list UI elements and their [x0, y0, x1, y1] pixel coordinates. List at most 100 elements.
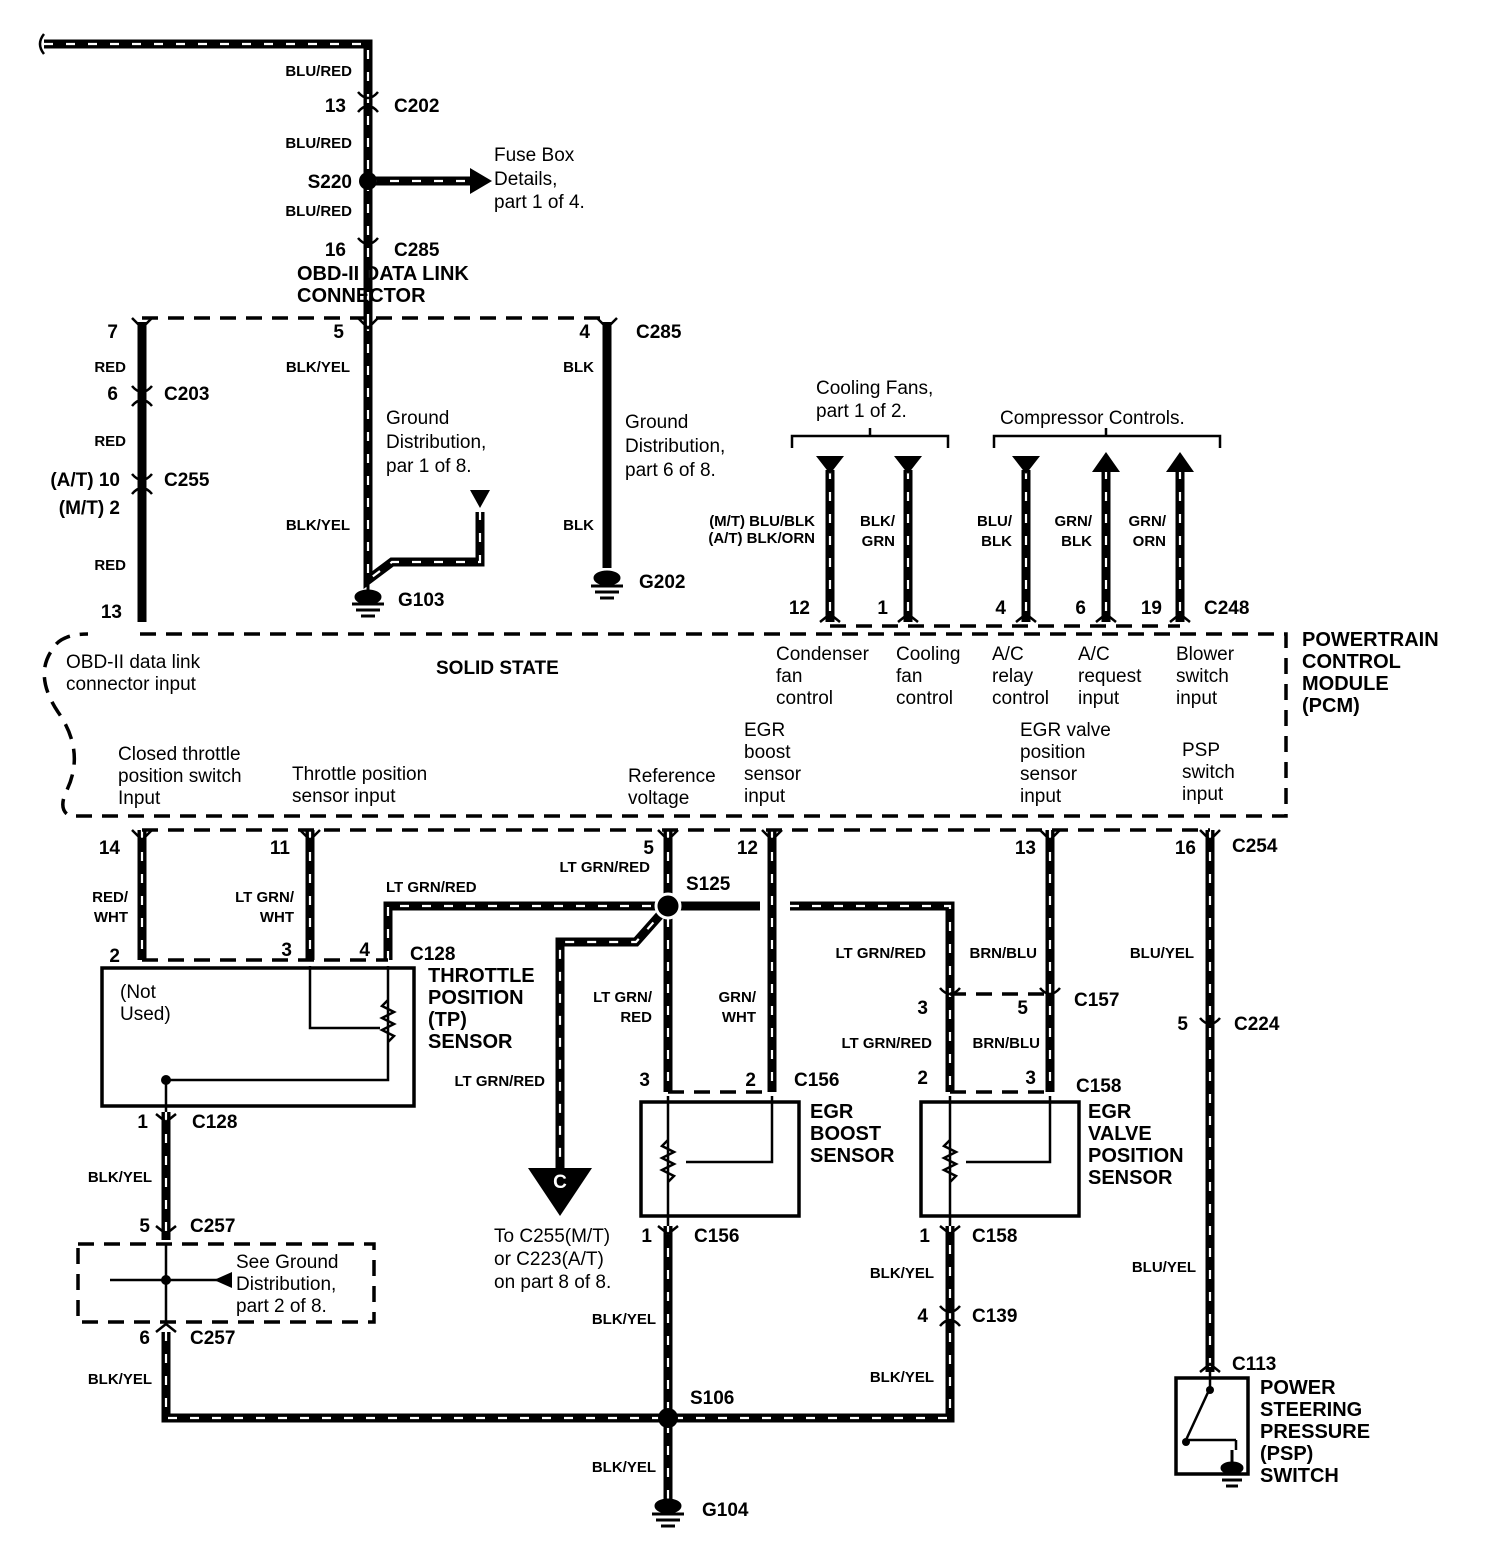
wire-label: LT GRN/RED: [559, 859, 650, 876]
pcm-pin-function: control: [992, 688, 1049, 709]
arrow-down-icon: [816, 456, 844, 474]
pcm-name: (PCM): [1302, 695, 1360, 717]
component-name: (PSP): [1260, 1443, 1313, 1465]
splice-s106: [658, 1408, 678, 1428]
pin-number: 5: [1177, 1014, 1188, 1035]
note-text: on part 8 of 8.: [494, 1272, 611, 1293]
pcm-pin-function: position: [1020, 742, 1086, 763]
note-text: To C255(M/T): [494, 1226, 610, 1247]
connector-label: C156: [694, 1226, 739, 1247]
arrow-left-icon: [214, 1272, 232, 1288]
pin-number: 3: [281, 940, 292, 961]
component-name: EGR: [810, 1101, 854, 1123]
ground-dist-arrow-icon: [470, 490, 490, 508]
wire-label: GRN: [862, 533, 895, 550]
connector-marks: [131, 91, 1221, 1373]
wire-label: BLU/YEL: [1132, 1259, 1196, 1276]
pin-number: 3: [1025, 1068, 1036, 1089]
pcm-pin-function: sensor: [744, 764, 802, 785]
note-text: par 1 of 8.: [386, 456, 472, 477]
pcm-pin-function: sensor input: [292, 786, 396, 807]
wire-label: BLU/YEL: [1130, 945, 1194, 962]
wire-label: BLK: [563, 359, 594, 376]
pcm-pin-function: sensor: [1020, 764, 1078, 785]
pin-number: 1: [919, 1226, 930, 1247]
ground-label: G104: [702, 1500, 749, 1521]
component-name: STEERING: [1260, 1399, 1362, 1421]
tp-sensor-box: [100, 966, 416, 1108]
arrow-up-icon: [1166, 452, 1194, 472]
pin-number: 2: [745, 1070, 756, 1091]
wire-label: LT GRN/: [235, 889, 295, 906]
pcm-pin-function: Closed throttle: [118, 744, 241, 765]
wire-label: BRN/BLU: [970, 945, 1038, 962]
splice-s220: [359, 172, 377, 190]
wire-label: BLK/YEL: [286, 359, 350, 376]
note-text: part 1 of 2.: [816, 401, 907, 422]
wire-label: BLK/YEL: [592, 1311, 656, 1328]
pcm-pin-function: boost: [744, 742, 791, 763]
connector-label: C285: [394, 240, 440, 261]
pcm-pin-function: connector input: [66, 674, 197, 695]
pin-number: 6: [107, 384, 118, 405]
ground-icon-g104: [652, 1498, 684, 1528]
wire-break-icon: [38, 33, 46, 55]
splice-label: S220: [308, 172, 352, 193]
component-name: SWITCH: [1260, 1465, 1339, 1487]
wire-label: (A/T) BLK/ORN: [708, 530, 815, 547]
pin-number: 16: [325, 240, 346, 261]
pcm-pin-function: control: [776, 688, 833, 709]
pin-number: 6: [139, 1328, 150, 1349]
pcm-pin-function: input: [1182, 784, 1224, 805]
pin-number: 11: [270, 838, 291, 859]
wire-label: LT GRN/: [593, 989, 653, 1006]
arrow-down-icon: [1012, 456, 1040, 474]
component-name: BOOST: [810, 1123, 881, 1145]
egr-boost-box: [639, 1100, 801, 1218]
component-name: POSITION: [428, 987, 524, 1009]
wire-label: BLK/YEL: [870, 1369, 934, 1386]
note-text: or C223(A/T): [494, 1249, 604, 1270]
pcm-pin-function: OBD-II data link: [66, 652, 201, 673]
pcm-pin-function: relay: [992, 666, 1034, 687]
note-text: part 1 of 4.: [494, 192, 585, 213]
wire-label: BLK: [981, 533, 1012, 550]
component-name: OBD-II DATA LINK: [297, 263, 469, 285]
psp-switch-box: [1174, 1376, 1250, 1476]
egr-boost-resistor-icon: [659, 1139, 677, 1183]
pcm-pin-function: input: [1176, 688, 1218, 709]
wire-label: WHT: [722, 1009, 756, 1026]
pin-number: 2: [917, 1068, 928, 1089]
pin-number: 3: [639, 1070, 650, 1091]
connector-label: C285: [636, 322, 682, 343]
wire-label: BLK: [563, 517, 594, 534]
pcm-pin-function: input: [1078, 688, 1120, 709]
offpage-connector-c-icon: [528, 1168, 592, 1216]
note-text: Cooling Fans,: [816, 378, 933, 399]
pcm-name: CONTROL: [1302, 651, 1401, 673]
pin-number: (A/T) 10: [50, 470, 120, 491]
connector-label: C202: [394, 96, 439, 117]
wire-label: BLU/: [977, 513, 1013, 530]
wire-label: LT GRN/RED: [454, 1073, 545, 1090]
pin-number: 5: [139, 1216, 150, 1237]
wire-label: BLK: [1061, 533, 1092, 550]
note-text: part 2 of 8.: [236, 1296, 327, 1317]
note-text: Distribution,: [386, 432, 486, 453]
note-text: Distribution,: [625, 436, 725, 457]
ground-icon-g202: [591, 570, 623, 600]
ground-icon-psp: [1218, 1450, 1246, 1488]
arrow-down-icon: [894, 456, 922, 474]
pin-number: 12: [737, 838, 758, 859]
note-text: Details,: [494, 169, 557, 190]
connector-label: C156: [794, 1070, 839, 1091]
wire-label: ORN: [1133, 533, 1166, 550]
tp-sensor-internal: [164, 966, 390, 1112]
pin-number: 1: [137, 1112, 148, 1133]
splice-s125: [654, 892, 682, 920]
pin-number: 3: [917, 998, 928, 1019]
egr-valve-resistor-icon: [941, 1139, 959, 1183]
note-text: Compressor Controls.: [1000, 408, 1185, 429]
note-text: See Ground: [236, 1252, 338, 1273]
